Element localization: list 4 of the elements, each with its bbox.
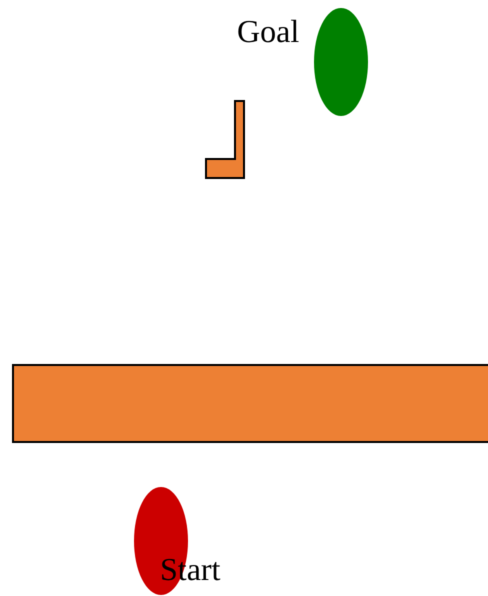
- goal-label: Goal: [237, 13, 300, 49]
- wall-obstacle: [12, 364, 488, 443]
- goal-marker: [314, 8, 368, 116]
- obstacle: [205, 100, 245, 179]
